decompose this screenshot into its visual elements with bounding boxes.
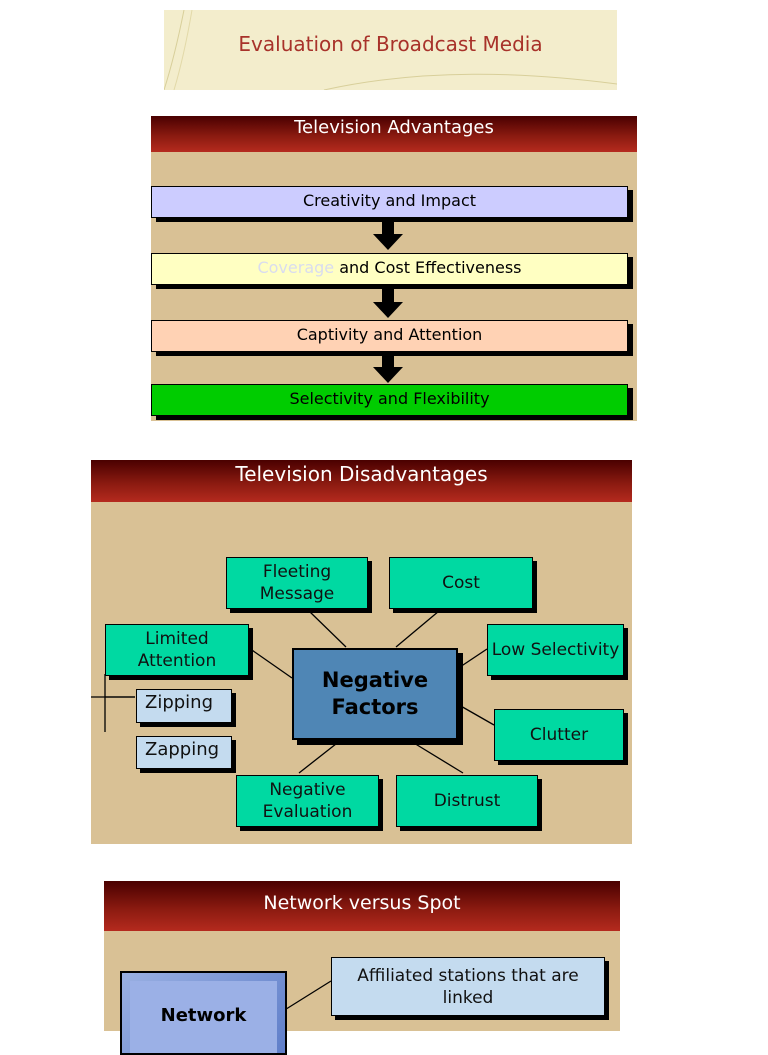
network-slide: Network versus Spot Network Affiliated s… [104, 881, 620, 1055]
factor-label: Limited Attention [137, 629, 217, 671]
factor-label: Distrust [433, 791, 501, 811]
factor-limited-attention: Limited Attention [105, 624, 249, 676]
title-slide: Evaluation of Broadcast Media [164, 10, 617, 90]
factor-label: Cost [442, 573, 480, 593]
sub-factor-zipping: Zipping [136, 689, 232, 723]
network-label: Network [160, 1005, 247, 1026]
factor-label: Negative Evaluation [262, 780, 353, 822]
factor-distrust: Distrust [396, 775, 538, 827]
advantage-captivity: Captivity and Attention [151, 320, 628, 352]
advantages-slide: Television Advantages Creativity and Imp… [151, 116, 637, 421]
down-arrow-icon [373, 220, 403, 250]
factor-label: Clutter [529, 725, 589, 745]
disadvantages-slide: Television Disadvantages Fleeting Messag… [91, 460, 632, 844]
affiliated-stations-box: Affiliated stations that are linked [331, 957, 605, 1016]
title-decoration [164, 10, 617, 90]
slide-title: Evaluation of Broadcast Media [238, 32, 543, 56]
factor-cost: Cost [389, 557, 533, 609]
advantages-header: Television Advantages [151, 116, 637, 152]
advantage-label: Selectivity and Flexibility [289, 389, 490, 408]
center-label: Negative Factors [321, 668, 429, 719]
factor-label: Fleeting Message [259, 562, 335, 604]
sub-factor-label: Zipping [145, 692, 214, 713]
sub-factor-label: Zapping [145, 739, 220, 760]
factor-low-selectivity: Low Selectivity [487, 624, 624, 676]
factor-fleeting-message: Fleeting Message [226, 557, 368, 609]
advantage-creativity: Creativity and Impact [151, 186, 628, 218]
factor-label: Low Selectivity [491, 640, 620, 660]
affiliated-label: Affiliated stations that are linked [357, 966, 579, 1008]
negative-factors-center: Negative Factors [292, 648, 458, 740]
connector-lines [282, 980, 332, 1012]
advantage-coverage: Coverage and Cost Effectiveness [151, 253, 628, 285]
down-arrow-icon [373, 353, 403, 383]
factor-negative-evaluation: Negative Evaluation [236, 775, 379, 827]
advantage-label: Creativity and Impact [302, 191, 477, 210]
connector-lines [91, 610, 495, 774]
disadvantages-header: Television Disadvantages [91, 460, 632, 502]
factor-clutter: Clutter [494, 709, 624, 761]
advantage-label: and Cost Effectiveness [334, 258, 522, 277]
advantage-selectivity: Selectivity and Flexibility [151, 384, 628, 416]
network-header: Network versus Spot [104, 881, 620, 931]
advantage-highlight: Coverage [257, 258, 335, 277]
sub-factor-zapping: Zapping [136, 736, 232, 769]
network-box: Network [120, 971, 287, 1055]
advantage-label: Captivity and Attention [296, 325, 483, 344]
advantages-body: Creativity and Impact Coverage and Cost … [151, 152, 637, 421]
down-arrow-icon [373, 288, 403, 318]
